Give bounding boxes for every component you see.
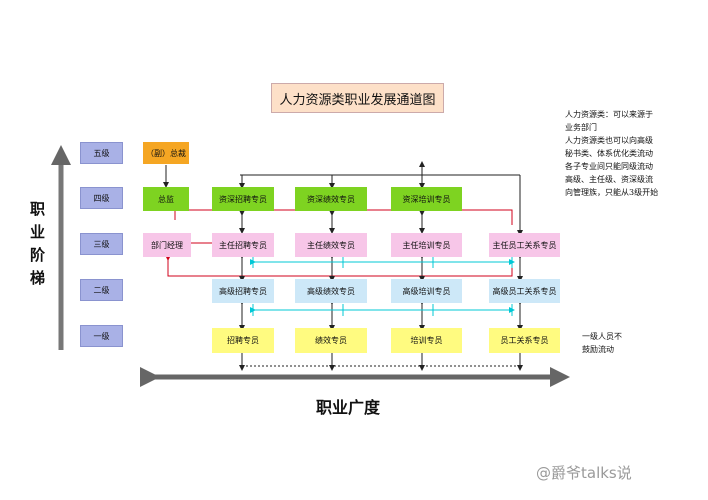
y-axis-label-1: 职 xyxy=(30,200,46,218)
role-training: 培训专员 xyxy=(391,328,462,353)
role-senior-training: 资深培训专员 xyxy=(391,187,462,211)
role-hi-relations: 高级员工关系专员 xyxy=(489,279,560,303)
note-right-top: 人力资源类：可以来源于 业务部门 人力资源类也可以向高级 秘书类、体系优化类流动… xyxy=(565,110,659,197)
level-2: 二级 xyxy=(80,279,123,301)
y-axis-label-2: 业 xyxy=(30,223,46,241)
level-1: 一级 xyxy=(80,325,123,347)
role-perf: 绩效专员 xyxy=(295,328,367,353)
role-relations: 员工关系专员 xyxy=(489,328,560,353)
role-senior-perf: 资深绩效专员 xyxy=(295,187,367,211)
level-3: 三级 xyxy=(80,233,123,255)
role-dept-manager: 部门经理 xyxy=(143,233,191,257)
role-director: 总监 xyxy=(143,187,189,211)
role-recruit: 招聘专员 xyxy=(212,328,274,353)
role-hi-perf: 高级绩效专员 xyxy=(295,279,367,303)
role-hi-recruit: 高级招聘专员 xyxy=(212,279,274,303)
role-hi-training: 高级培训专员 xyxy=(391,279,462,303)
role-lead-relations: 主任员工关系专员 xyxy=(489,233,560,257)
watermark: @爵爷talks说 xyxy=(536,464,632,482)
level-4: 四级 xyxy=(80,187,123,209)
role-lead-training: 主任培训专员 xyxy=(391,233,462,257)
role-senior-recruit: 资深招聘专员 xyxy=(212,187,274,211)
y-axis-label-4: 梯 xyxy=(30,269,46,287)
y-axis-label-3: 阶 xyxy=(30,246,46,264)
role-lead-perf: 主任绩效专员 xyxy=(295,233,367,257)
role-vp: （副）总裁 xyxy=(143,142,189,164)
role-lead-recruit: 主任招聘专员 xyxy=(212,233,274,257)
diagram-title: 人力资源类职业发展通道图 xyxy=(271,83,444,113)
x-axis-label: 职业广度 xyxy=(316,398,381,417)
note-right-bottom: 一级人员不 鼓励流动 xyxy=(582,332,622,354)
level-5: 五级 xyxy=(80,142,123,164)
